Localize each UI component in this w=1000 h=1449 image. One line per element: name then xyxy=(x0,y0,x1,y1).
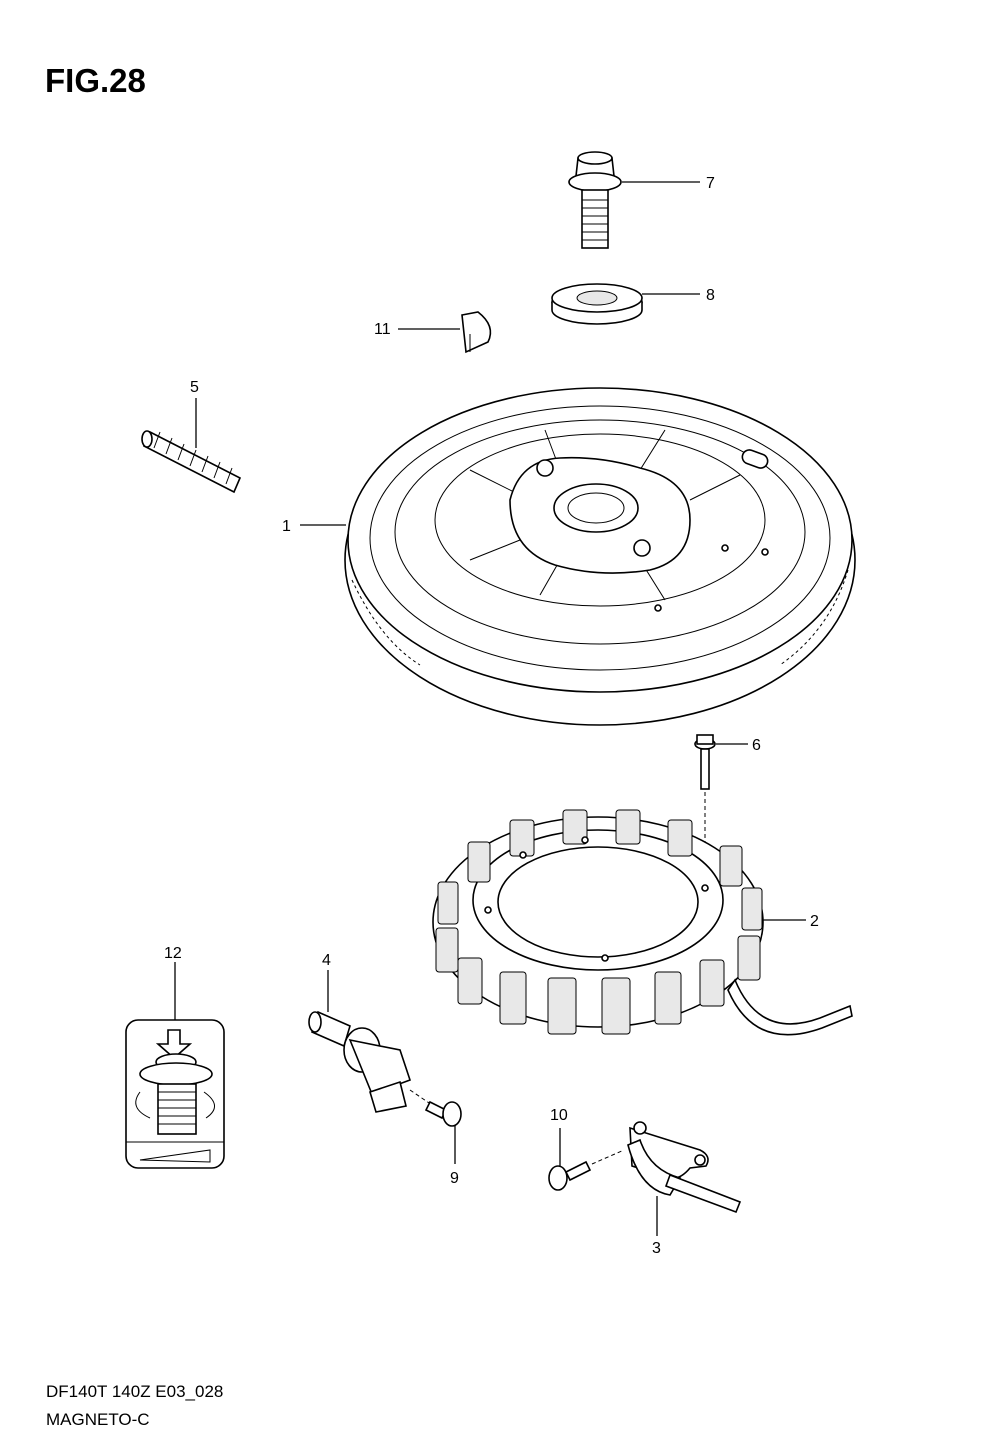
callout-11: 11 xyxy=(374,321,391,338)
part-9-screw[interactable] xyxy=(424,1100,462,1127)
part-12-screw-lock-icon[interactable] xyxy=(125,1019,225,1169)
part-7-bolt[interactable] xyxy=(568,151,622,249)
part-1-flywheel[interactable] xyxy=(344,387,856,726)
callout-4: 4 xyxy=(322,952,331,969)
diagram-name: MAGNETO-C xyxy=(46,1410,150,1429)
callout-7: 7 xyxy=(706,175,715,192)
part-5-pin[interactable] xyxy=(141,430,242,494)
callout-8: 8 xyxy=(706,287,715,304)
part-3-pulser-coil[interactable] xyxy=(627,1121,742,1214)
part-2-stator[interactable] xyxy=(432,809,853,1036)
part-10-screw[interactable] xyxy=(548,1160,592,1191)
callout-1: 1 xyxy=(282,518,291,535)
callout-6: 6 xyxy=(752,737,761,754)
callout-10: 10 xyxy=(550,1107,568,1124)
diagram-code: DF140T 140Z E03_028 xyxy=(46,1382,224,1401)
part-6-bolt[interactable] xyxy=(694,734,716,790)
part-4-sensor[interactable] xyxy=(308,1010,412,1113)
part-11-key[interactable] xyxy=(461,311,492,354)
part-8-washer[interactable] xyxy=(551,283,643,325)
callout-3: 3 xyxy=(652,1240,661,1257)
callout-2: 2 xyxy=(810,913,819,930)
callout-12: 12 xyxy=(164,945,182,962)
figure-title: FIG.28 xyxy=(45,62,146,99)
callout-5: 5 xyxy=(190,379,199,396)
callout-9: 9 xyxy=(450,1170,459,1187)
